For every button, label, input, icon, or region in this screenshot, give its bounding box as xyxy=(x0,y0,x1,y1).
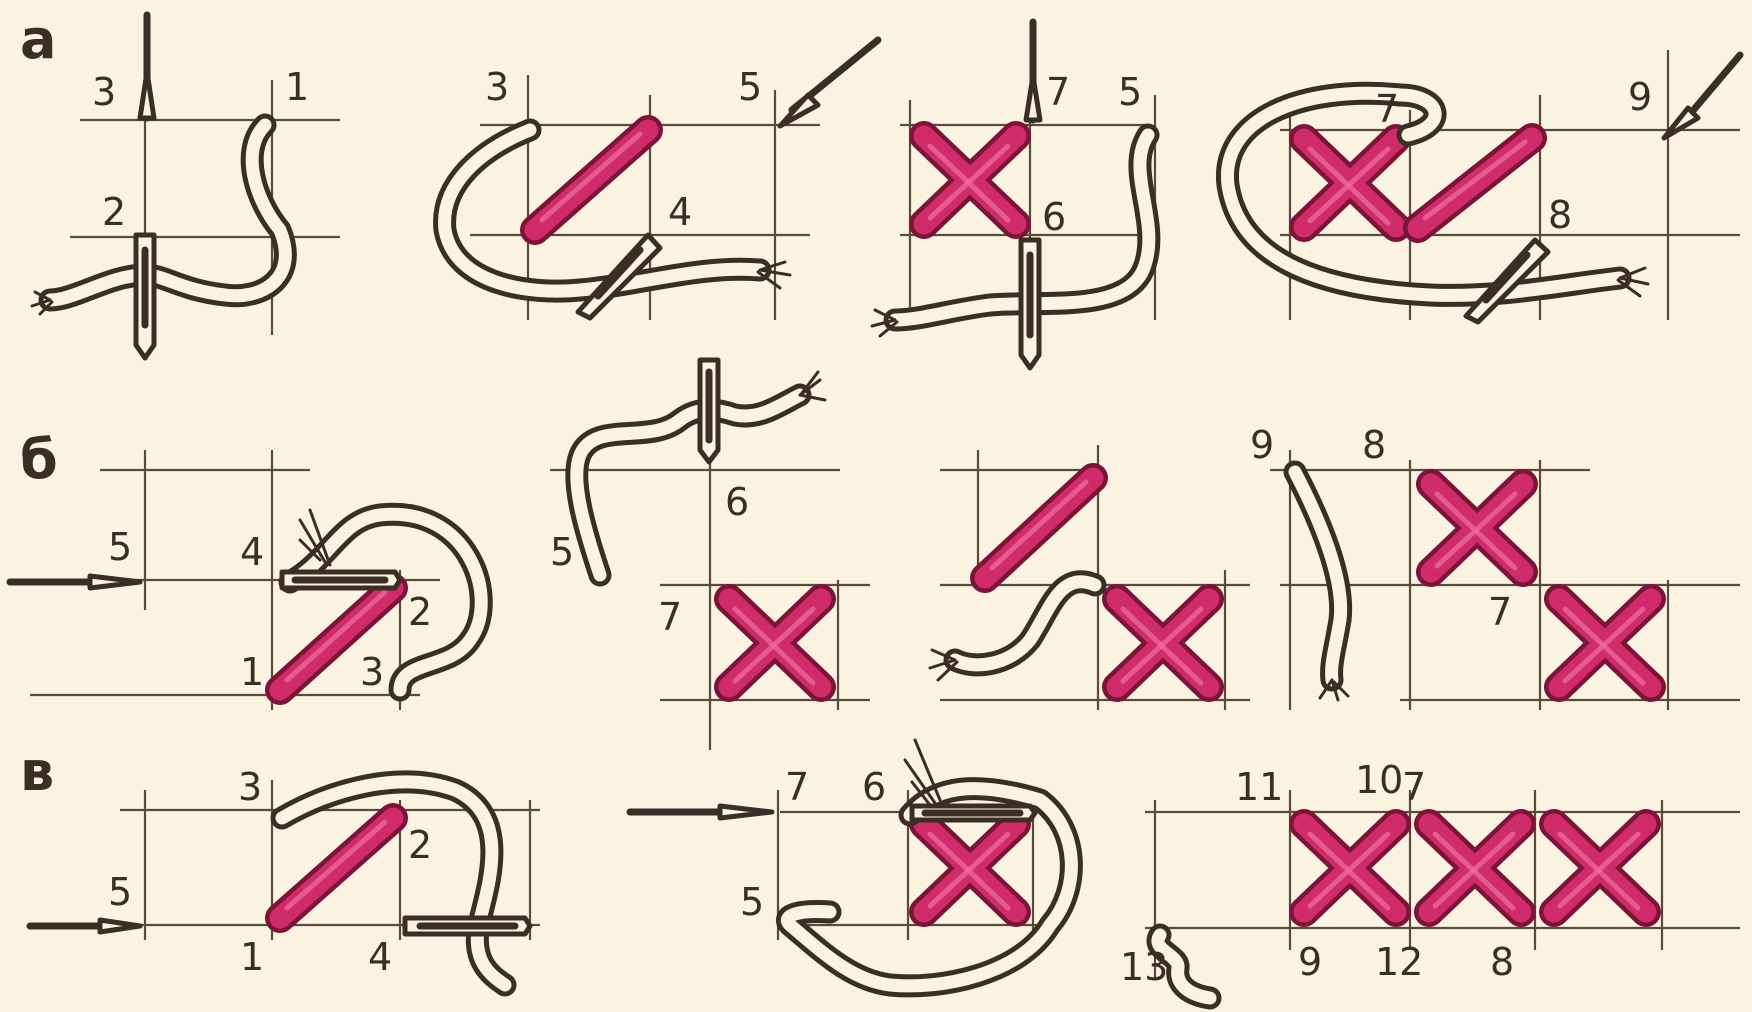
row-c-panel-3: 11 10 7 9 12 8 13 xyxy=(1120,758,1740,998)
needle-icon xyxy=(10,576,140,588)
point-label-7: 7 xyxy=(1488,590,1512,634)
needle-icon xyxy=(136,235,154,358)
point-label-9: 9 xyxy=(1250,423,1274,467)
cross-stitch-icon xyxy=(1429,824,1521,912)
point-label-5: 5 xyxy=(1118,70,1142,114)
point-label-5: 5 xyxy=(550,530,574,574)
row-b: б 5 4 2 1 3 xyxy=(10,360,1740,750)
needle-icon xyxy=(1664,55,1740,138)
point-label-2: 2 xyxy=(102,190,126,234)
row-c: в 3 2 5 1 4 xyxy=(20,740,1740,998)
point-label-3: 3 xyxy=(360,650,384,694)
point-label-1: 1 xyxy=(285,65,309,109)
cross-stitch-icon xyxy=(1304,139,1396,227)
point-label-5: 5 xyxy=(740,880,764,924)
point-label-7: 7 xyxy=(658,595,682,639)
needle-icon xyxy=(912,806,1035,820)
needle-icon xyxy=(700,360,718,462)
point-label-3: 3 xyxy=(485,65,509,109)
point-label-9: 9 xyxy=(1628,75,1652,119)
section-letter-a: а xyxy=(20,8,56,71)
point-label-8: 8 xyxy=(1490,940,1514,984)
needle-icon xyxy=(630,806,772,818)
point-label-10: 10 xyxy=(1355,758,1403,802)
row-b-panel-3 xyxy=(930,445,1250,710)
point-label-8: 8 xyxy=(1362,423,1386,467)
point-label-2: 2 xyxy=(408,590,432,634)
point-label-11: 11 xyxy=(1235,765,1283,809)
row-a-panel-3: 7 5 6 xyxy=(872,22,1155,368)
cross-stitch-icon xyxy=(985,478,1093,578)
row-b-panel-1: 5 4 2 1 3 xyxy=(10,450,481,710)
row-b-panel-4: 9 8 7 xyxy=(1250,423,1740,710)
cross-stitch-icon xyxy=(280,818,393,918)
point-label-8: 8 xyxy=(1548,193,1572,237)
row-a-panel-4: 7 9 8 xyxy=(1227,50,1740,322)
point-label-6: 6 xyxy=(862,765,886,809)
point-label-7: 7 xyxy=(1046,70,1070,114)
point-label-9: 9 xyxy=(1298,940,1322,984)
needle-icon xyxy=(1026,22,1040,120)
point-label-1: 1 xyxy=(240,650,264,694)
row-a-panel-2: 3 5 4 xyxy=(445,40,878,320)
row-b-panel-2: 6 5 7 xyxy=(550,360,870,750)
cross-stitch-icon xyxy=(535,130,648,230)
needle-icon xyxy=(282,572,400,588)
cross-stitch-icon xyxy=(1554,824,1646,912)
needle-icon xyxy=(1021,240,1039,368)
cross-stitch-icon xyxy=(924,824,1016,912)
cross-stitch-icon xyxy=(1117,599,1209,687)
point-label-6: 6 xyxy=(725,480,749,524)
needle-icon xyxy=(30,920,140,932)
row-c-panel-1: 3 2 5 1 4 xyxy=(30,765,540,985)
section-letter-b: б xyxy=(20,428,58,491)
cross-stitch-icon xyxy=(729,599,821,687)
point-label-5: 5 xyxy=(738,65,762,109)
section-letter-c: в xyxy=(20,740,54,803)
cross-stitch-icon xyxy=(1559,599,1651,687)
point-label-12: 12 xyxy=(1375,940,1423,984)
cross-stitch-icon xyxy=(1304,824,1396,912)
point-label-7: 7 xyxy=(1375,87,1399,131)
row-c-panel-2: 7 6 5 xyxy=(630,740,1071,986)
point-label-3: 3 xyxy=(238,765,262,809)
row-a-panel-1: 3 1 2 xyxy=(32,15,340,358)
point-label-4: 4 xyxy=(368,935,392,979)
needle-icon xyxy=(780,40,878,126)
point-label-2: 2 xyxy=(408,823,432,867)
cross-stitch-icon xyxy=(1418,138,1532,228)
row-a: а 3 1 2 xyxy=(20,8,1740,368)
point-label-4: 4 xyxy=(668,190,692,234)
point-label-7: 7 xyxy=(1402,765,1426,809)
point-label-7: 7 xyxy=(785,765,809,809)
point-label-5: 5 xyxy=(108,870,132,914)
point-label-6: 6 xyxy=(1042,195,1066,239)
needle-icon xyxy=(140,15,154,118)
point-label-13: 13 xyxy=(1120,945,1168,989)
cross-stitch-icon xyxy=(1431,484,1523,572)
point-label-5: 5 xyxy=(108,525,132,569)
point-label-1: 1 xyxy=(240,935,264,979)
point-label-3: 3 xyxy=(92,70,116,114)
needle-icon xyxy=(405,918,530,934)
point-label-4: 4 xyxy=(240,530,264,574)
cross-stitch-icon xyxy=(924,136,1016,224)
